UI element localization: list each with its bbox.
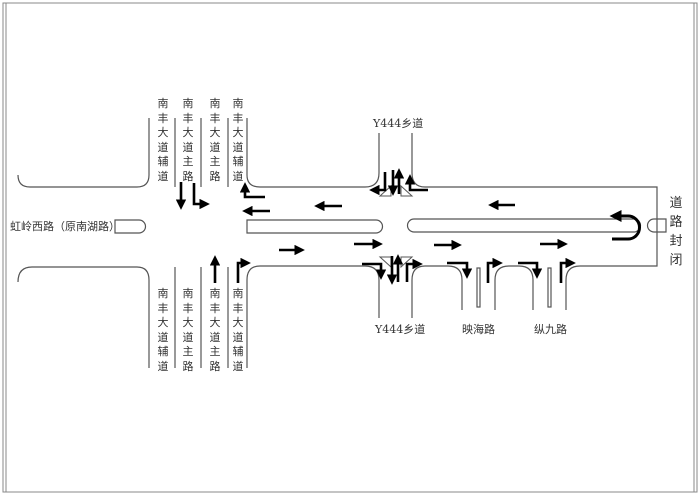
u-turn-arrow [609, 210, 641, 241]
y444-right-arrow [405, 258, 423, 282]
median-west-segment [246, 219, 384, 234]
road-closed-label: 道路封闭 [669, 196, 683, 268]
zongjiu-right-turn-arrow [518, 261, 543, 279]
road-label-nanfeng-bottom-2: 南丰大道主路 [182, 287, 194, 373]
road-label-west: 虹岭西路（原南湖路） [10, 220, 120, 233]
yinghai-median [476, 267, 481, 308]
lane-arrows [175, 168, 641, 285]
road-label-nanfeng-top-1: 南丰大道辅道 [157, 97, 169, 183]
road-label-y444-bottom: Y444乡道 [375, 323, 426, 336]
west-median [114, 219, 147, 234]
road-label-y444-top: Y444乡道 [373, 117, 424, 130]
y444-right-turn-arrow [362, 262, 387, 280]
left-turn-arrow [192, 183, 210, 210]
road-label-nanfeng-bottom-1: 南丰大道辅道 [157, 287, 169, 373]
road-edges [17, 118, 667, 368]
y444-left-arrow [369, 172, 387, 196]
road-label-nanfeng-top-2: 南丰大道主路 [182, 97, 194, 183]
yinghai-exit-arrow [486, 257, 503, 283]
road-label-nanfeng-bottom-3: 南丰大道主路 [209, 287, 221, 373]
yinghai-right-turn-arrow [447, 261, 473, 279]
median-east-segment [406, 218, 642, 233]
road-label-nanfeng-top-4: 南丰大道辅道 [232, 97, 244, 183]
zongjiu-exit-arrow [559, 257, 576, 283]
right-turn-arrow [236, 257, 251, 283]
road-label-nanfeng-bottom-4: 南丰大道辅道 [232, 287, 244, 373]
road-closure-barrier [646, 218, 667, 233]
road-label-nanfeng-top-3: 南丰大道主路 [209, 97, 221, 183]
right-turn-arrow [239, 182, 265, 199]
zongjiu-median [547, 267, 552, 308]
y444-right-arrow [404, 174, 428, 192]
road-label-yinghai: 映海路 [462, 323, 495, 336]
road-label-zongjiu: 纵九路 [534, 323, 567, 336]
